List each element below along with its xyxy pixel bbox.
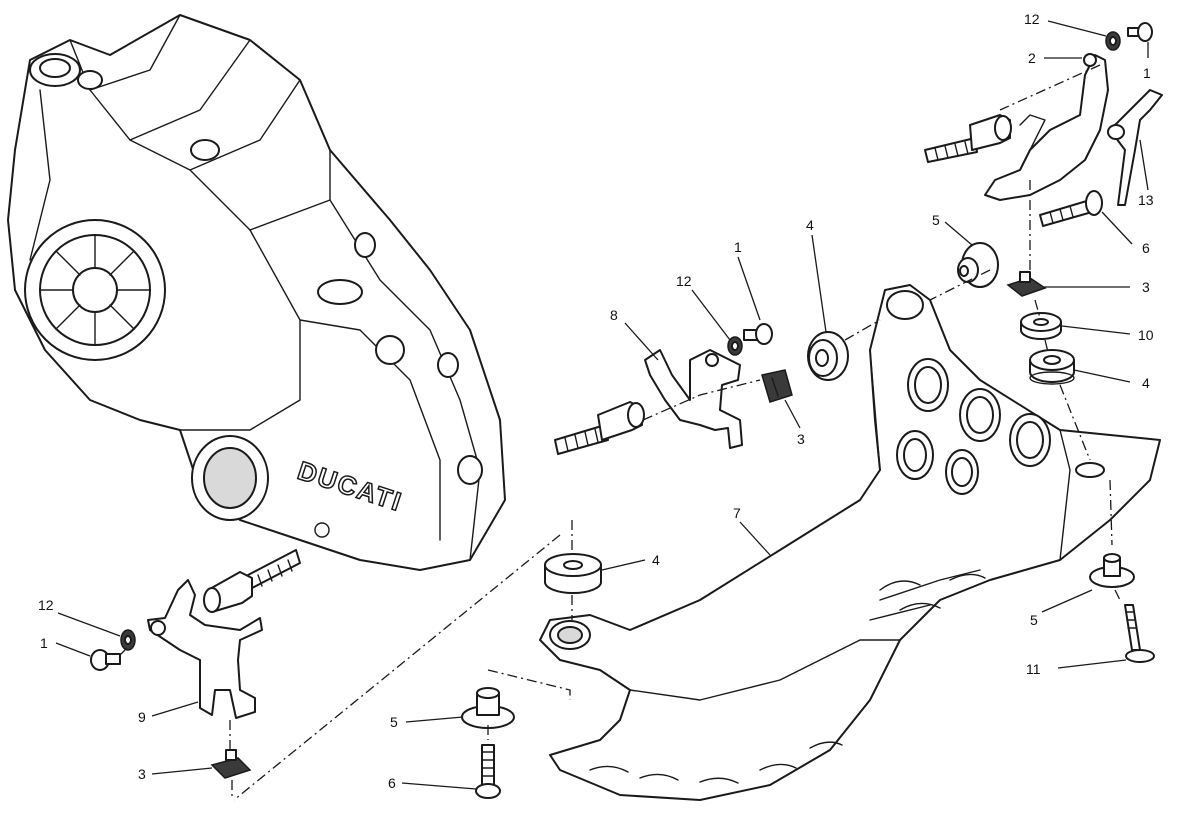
callout-5-right: 5 [932,212,940,228]
center-bracket [644,349,743,449]
belly-pan [539,284,1161,801]
callout-7: 7 [733,505,741,521]
callout-10: 10 [1138,327,1154,343]
screw-lower-left [90,649,121,671]
callout-2: 2 [1028,50,1036,66]
callout-12-top: 12 [1024,11,1040,27]
leader-lines [55,20,1149,790]
spacer-right [1020,312,1062,340]
callout-5-lower-right: 5 [1030,612,1038,628]
grommet-lower [461,687,515,729]
callout-9: 9 [138,709,146,725]
screw-lower [475,744,501,799]
clip-nut-right [1006,271,1047,297]
clip-nut-center [761,369,793,403]
washer-center [727,336,743,356]
callout-1-lower-left: 1 [40,635,48,651]
stud-top-right [924,114,1012,163]
callout-13: 13 [1138,192,1154,208]
screw-center [743,323,773,345]
callout-4-right: 4 [1142,375,1150,391]
stud-lower-left [203,549,301,613]
callout-labels: 12 2 1 13 6 5 3 10 4 4 1 12 8 3 7 4 5 11… [38,11,1154,791]
screw-top [1127,22,1153,42]
clutch-cover: DUCATI [7,14,506,571]
callout-12-lower-left: 12 [38,597,54,613]
screw-right [1039,190,1103,227]
rubber-grommet-center [807,331,849,381]
rubber-grommet-lower [544,553,602,594]
grommet-lower-right [1089,553,1135,588]
callout-1-center: 1 [734,239,742,255]
grommet-right [957,242,999,288]
callout-3-center: 3 [797,431,805,447]
lower-left-bracket [147,579,263,719]
ring-terminal [1107,89,1163,206]
callout-6-lower: 6 [388,775,396,791]
assembly-lines [119,64,1121,801]
callout-3-right: 3 [1142,279,1150,295]
callout-11: 11 [1026,661,1041,677]
washer-top [1105,31,1121,51]
callout-4-lower: 4 [652,552,660,568]
bolt-11 [1124,604,1155,663]
upper-right-bracket [984,53,1109,201]
washer-lower-left [120,629,136,651]
stud-center [554,401,645,455]
callout-1-top: 1 [1143,65,1151,81]
callout-6-right: 6 [1142,240,1150,256]
callout-5-lower: 5 [390,714,398,730]
callout-12-center: 12 [676,273,692,289]
clip-nut-lower-left [210,749,252,779]
rubber-grommet-right [1029,349,1075,385]
callout-3-lower-left: 3 [138,766,146,782]
callout-4-center: 4 [806,217,814,233]
callout-8: 8 [610,307,618,323]
